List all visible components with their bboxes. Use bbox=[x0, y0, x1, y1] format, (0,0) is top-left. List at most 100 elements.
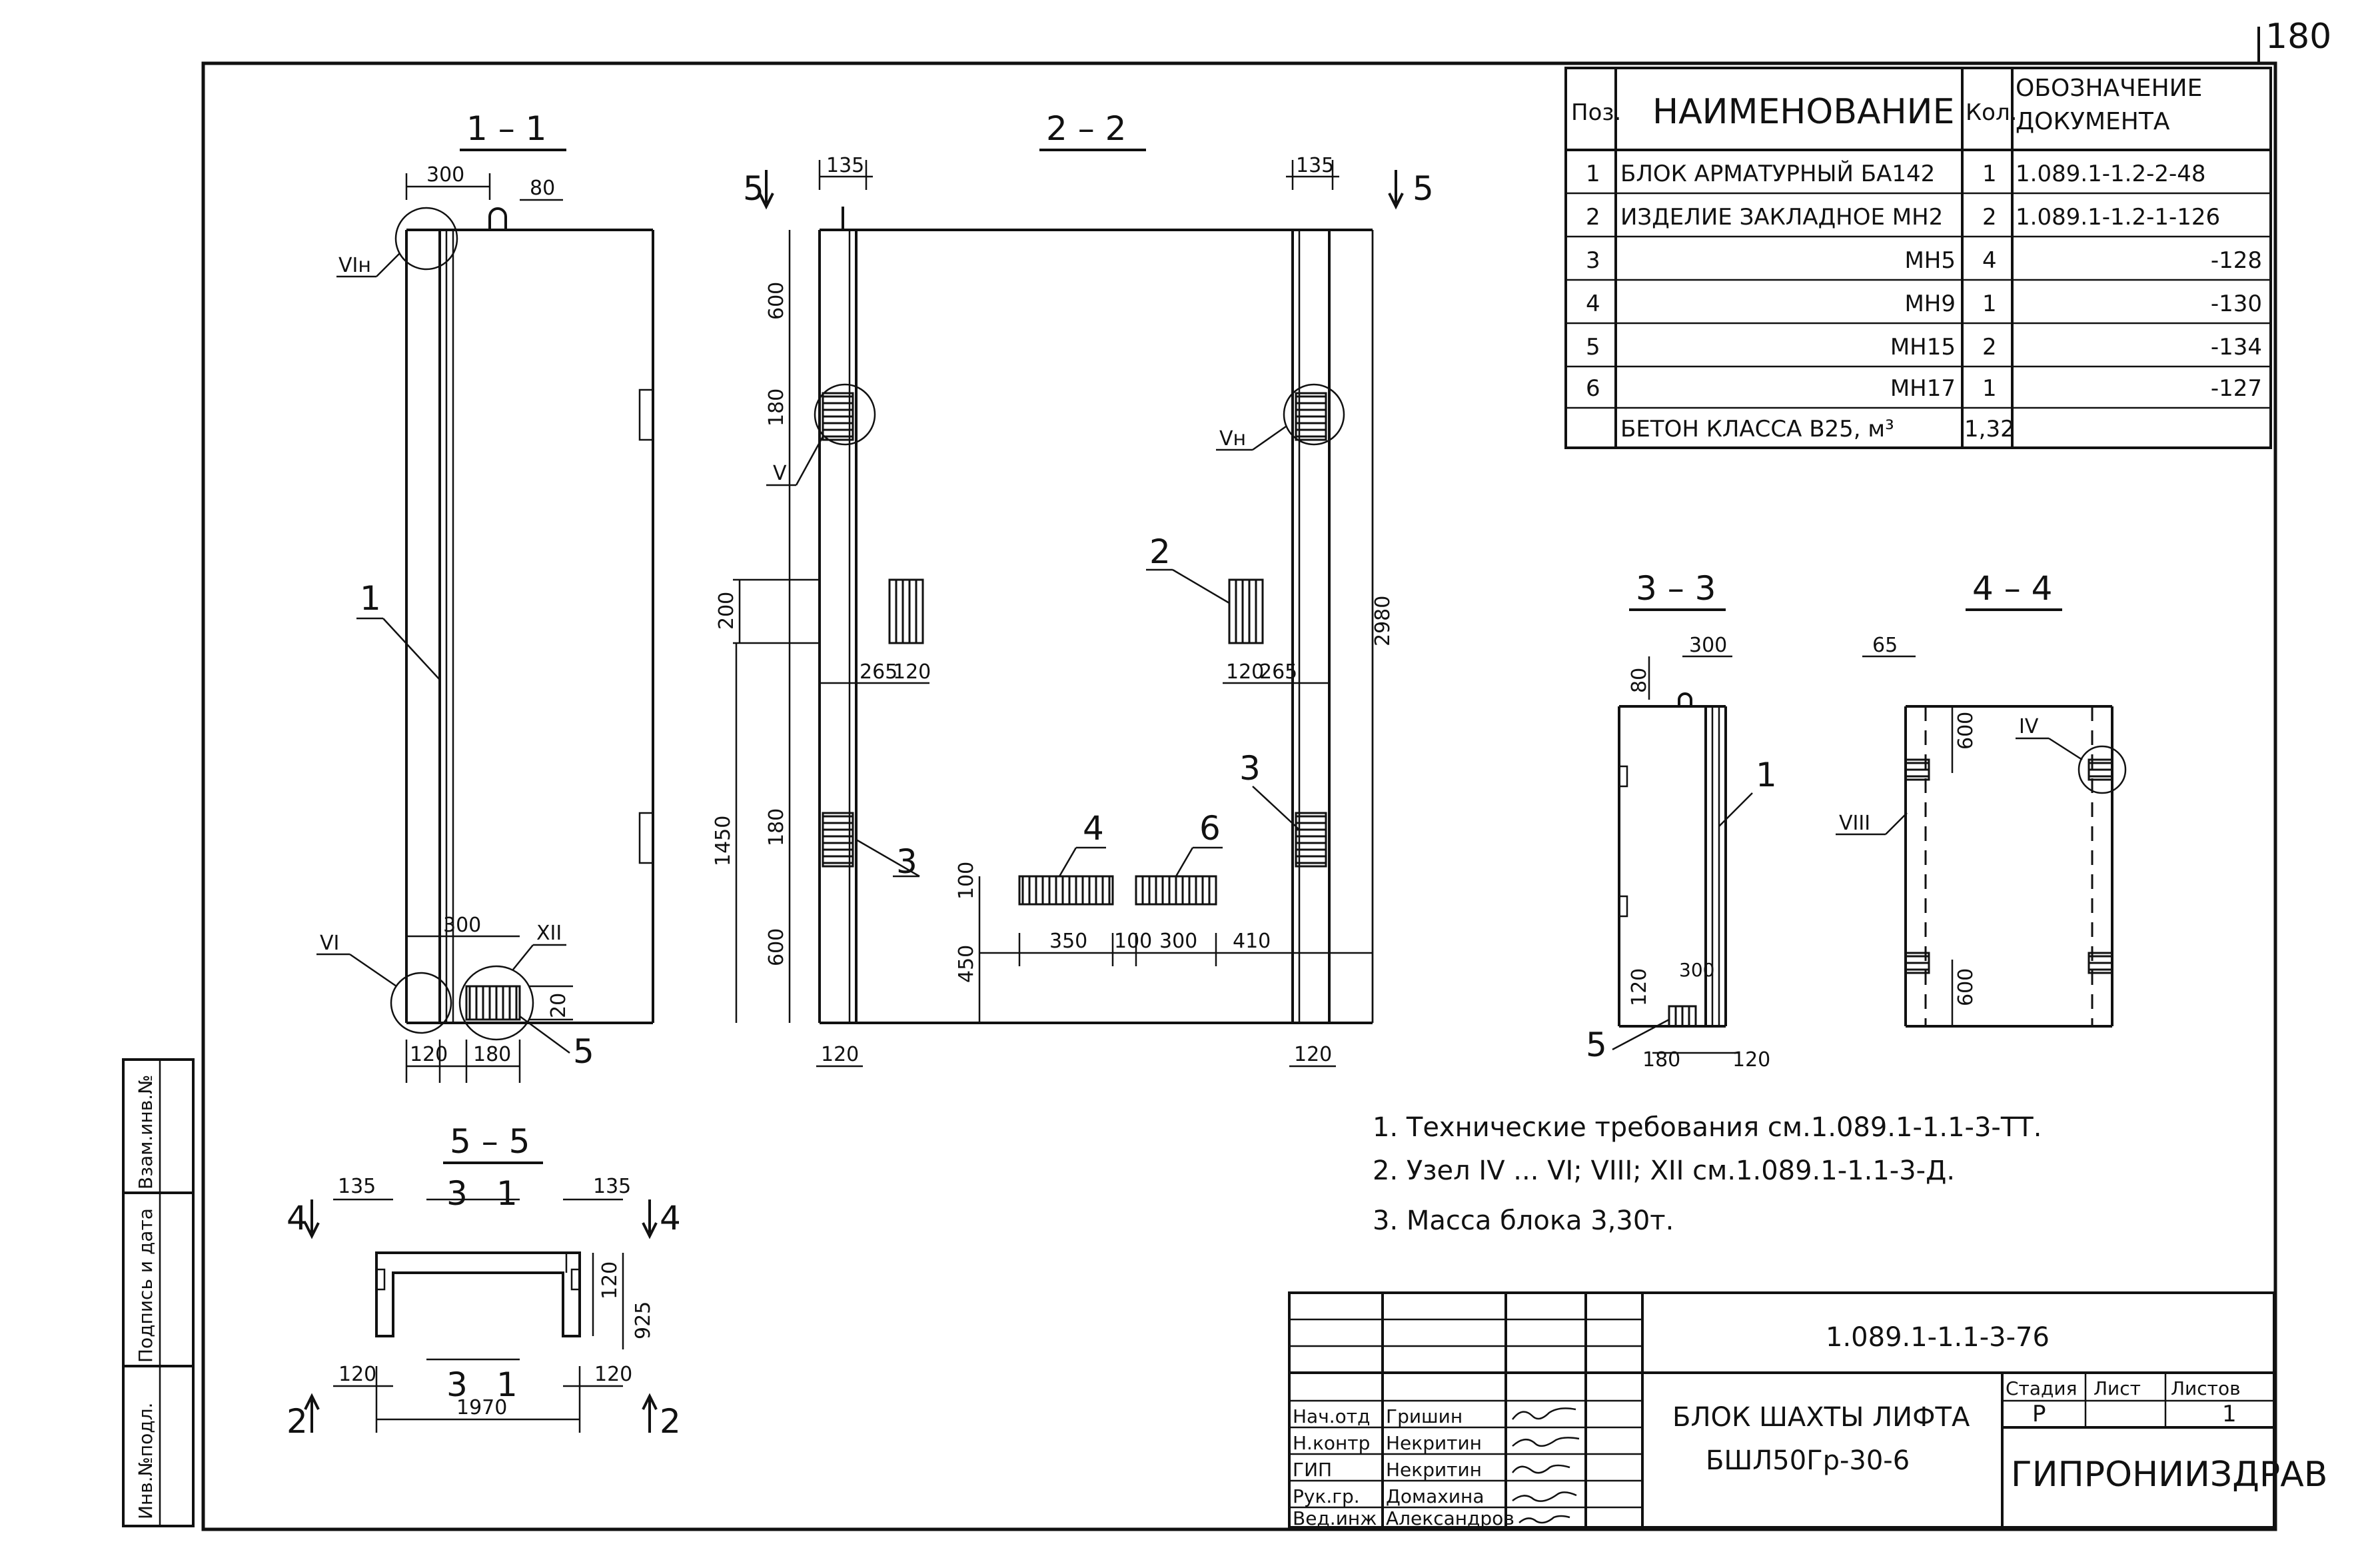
node-label-xii: XII bbox=[536, 922, 562, 945]
dim-2-2-2980: 2980 bbox=[1371, 596, 1395, 646]
row-6-name: МН17 bbox=[1890, 375, 1956, 402]
person-2-role: Н.контр bbox=[1293, 1432, 1370, 1454]
dim-2-2-120-bottom-right: 120 bbox=[1294, 1043, 1332, 1066]
dim-1-1-300-bottom: 300 bbox=[443, 914, 481, 937]
stage-label: Стадия bbox=[2006, 1377, 2077, 1399]
row-1-qty: 1 bbox=[1982, 161, 1997, 187]
dim-2-2-135-right: 135 bbox=[1296, 154, 1334, 177]
dim-2-2-135-left: 135 bbox=[826, 154, 864, 177]
row-6-pos: 6 bbox=[1586, 375, 1600, 402]
header-pos: Поз. bbox=[1571, 99, 1621, 126]
note-2: 2. Узел IV ... VI; VIII; XII см.1.089.1-… bbox=[1373, 1156, 1955, 1186]
section-2-2: 2 – 2 5 5 135 bbox=[712, 109, 1434, 1068]
drawing-frame bbox=[201, 61, 2277, 1531]
dim-1-1-300-top: 300 bbox=[426, 163, 464, 187]
dim-3-3-120-vert: 120 bbox=[1628, 968, 1651, 1006]
section-3-3-title: 3 – 3 bbox=[1636, 569, 1716, 608]
row-5-pos: 5 bbox=[1586, 334, 1600, 361]
dim-5-5-120-left: 120 bbox=[338, 1363, 376, 1386]
dim-2-2-600-top: 600 bbox=[765, 282, 788, 320]
person-2-name: Некритин bbox=[1386, 1432, 1482, 1454]
cut-mark-2-right: 2 bbox=[660, 1402, 681, 1441]
dim-4-4-65: 65 bbox=[1872, 634, 1898, 657]
stamp-inv-original: Инв.№подл. bbox=[135, 1403, 157, 1519]
section-1-1-title: 1 – 1 bbox=[466, 109, 546, 148]
dim-1-1-20: 20 bbox=[547, 993, 570, 1018]
title-line-1: БЛОК ШАХТЫ ЛИФТА bbox=[1672, 1402, 1970, 1433]
signature-3 bbox=[1512, 1464, 1570, 1474]
node-label-v: V bbox=[773, 462, 787, 485]
dim-1-1-80: 80 bbox=[530, 177, 555, 200]
cut-mark-5-left: 5 bbox=[743, 169, 764, 208]
callout-5-on-1-1: 5 bbox=[573, 1032, 594, 1071]
dim-4-4-600-bottom: 600 bbox=[1954, 968, 1978, 1006]
row-2-name: ИЗДЕЛИЕ ЗАКЛАДНОЕ МН2 bbox=[1620, 204, 1943, 231]
callout-1-on-3-3: 1 bbox=[1756, 756, 1777, 794]
section-1-1: 1 – 1 300 80 300 120 bbox=[316, 109, 654, 1083]
notes: 1. Технические требования см.1.089.1-1.1… bbox=[1373, 1112, 2042, 1236]
dim-2-2-265-right: 265 bbox=[1259, 660, 1297, 684]
callout-2-on-2-2: 2 bbox=[1149, 532, 1171, 571]
dim-3-3-300: 300 bbox=[1689, 634, 1727, 657]
row-4-doc: -130 bbox=[2211, 291, 2262, 317]
dim-2-2-100-vert: 100 bbox=[955, 862, 978, 900]
row-2-doc: 1.089.1-1.2-1-126 bbox=[2016, 204, 2220, 231]
callout-6-on-2-2: 6 bbox=[1199, 809, 1221, 848]
cut-mark-4-left: 4 bbox=[287, 1199, 308, 1237]
dim-3-3-180: 180 bbox=[1642, 1048, 1680, 1072]
dim-2-2-120-left: 120 bbox=[893, 660, 931, 684]
stamp-replaced-inv: Взам.инв.№ bbox=[135, 1075, 157, 1189]
dim-2-2-100-horiz: 100 bbox=[1114, 930, 1152, 953]
row-5-doc: -134 bbox=[2211, 334, 2262, 361]
dim-1-1-120: 120 bbox=[410, 1043, 448, 1066]
node-label-viii: VIII bbox=[1839, 812, 1870, 835]
row-6-qty: 1 bbox=[1982, 375, 1997, 402]
dim-2-2-200: 200 bbox=[715, 592, 738, 630]
node-label-vin: VIн bbox=[338, 254, 371, 277]
signature-4 bbox=[1512, 1491, 1577, 1502]
concrete-name: БЕТОН КЛАССА В25, м³ bbox=[1620, 416, 1894, 442]
person-4-role: Рук.гр. bbox=[1293, 1485, 1360, 1507]
header-qty: Кол. bbox=[1966, 99, 2017, 126]
dim-4-4-600-top: 600 bbox=[1954, 712, 1978, 750]
cut-mark-3-bottom: 3 bbox=[446, 1365, 468, 1404]
stage-value: Р bbox=[2032, 1401, 2046, 1427]
callout-3-on-2-2-left: 3 bbox=[896, 842, 917, 881]
sheet-number: 180 bbox=[2265, 17, 2331, 57]
node-label-vi: VI bbox=[320, 932, 339, 955]
section-2-2-title: 2 – 2 bbox=[1046, 109, 1126, 148]
cut-mark-4-right: 4 bbox=[660, 1199, 681, 1237]
person-5-role: Вед.инж bbox=[1293, 1507, 1377, 1529]
dim-2-2-265-left: 265 bbox=[860, 660, 897, 684]
dim-2-2-300: 300 bbox=[1159, 930, 1197, 953]
row-6-doc: -127 bbox=[2211, 375, 2262, 402]
sheets-label: Листов bbox=[2171, 1377, 2241, 1399]
section-5-5-title: 5 – 5 bbox=[450, 1122, 530, 1161]
dim-2-2-120-right: 120 bbox=[1226, 660, 1264, 684]
dim-2-2-120-bottom-left: 120 bbox=[821, 1043, 859, 1066]
person-3-name: Некритин bbox=[1386, 1459, 1482, 1481]
dim-5-5-120: 120 bbox=[598, 1261, 622, 1299]
callout-4-on-2-2: 4 bbox=[1083, 809, 1104, 848]
person-1-role: Нач.отд bbox=[1293, 1405, 1370, 1427]
row-3-name: МН5 bbox=[1904, 247, 1956, 274]
signature-1 bbox=[1512, 1407, 1576, 1420]
person-5-name: Александров bbox=[1386, 1507, 1514, 1529]
sheets-value: 1 bbox=[2222, 1401, 2237, 1427]
header-name: НАИМЕНОВАНИЕ bbox=[1652, 92, 1954, 132]
row-5-name: МН15 bbox=[1890, 334, 1956, 361]
dim-1-1-180: 180 bbox=[473, 1043, 511, 1066]
header-doc: ОБОЗНАЧЕНИЕ ДОКУМЕНТА bbox=[2016, 75, 2203, 135]
cut-mark-3-top: 3 bbox=[446, 1174, 468, 1213]
person-3-role: ГИП bbox=[1293, 1459, 1332, 1481]
row-4-pos: 4 bbox=[1586, 291, 1600, 317]
dim-5-5-1970: 1970 bbox=[456, 1396, 507, 1419]
stamp-signature-date: Подпись и дата bbox=[135, 1208, 157, 1363]
row-5-qty: 2 bbox=[1982, 334, 1997, 361]
cut-mark-1-bottom: 1 bbox=[496, 1365, 518, 1404]
person-4-name: Домахина bbox=[1386, 1485, 1485, 1507]
dim-2-2-410: 410 bbox=[1233, 930, 1271, 953]
node-label-iv-on-4-4: IV bbox=[2019, 715, 2039, 738]
dim-5-5-135-left: 135 bbox=[338, 1175, 376, 1198]
